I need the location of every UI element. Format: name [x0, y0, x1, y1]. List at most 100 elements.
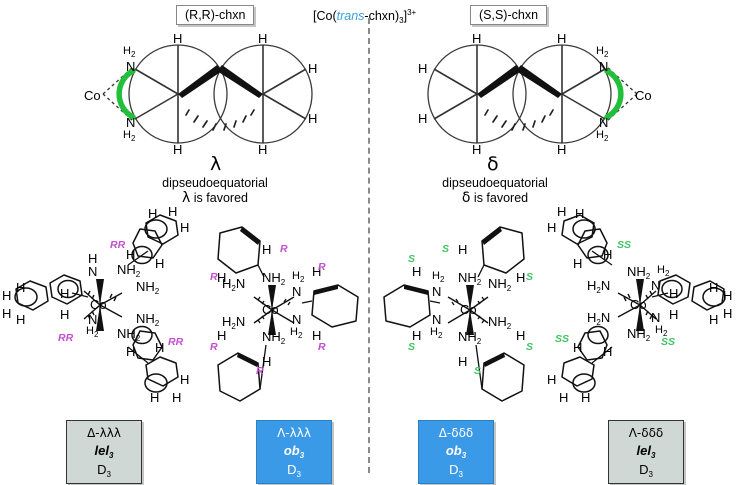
label-box-delta-ob3: Δ-δδδ ob3 D3: [418, 420, 494, 485]
complex-2-label-h2-b: H2: [290, 326, 303, 340]
complex-3-label-nh2-top: NH2: [458, 270, 482, 287]
label-box-1-line3-text: D: [97, 461, 107, 477]
label-box-3-line2-text: ob: [445, 443, 462, 459]
complex-4-metal: Co: [630, 297, 647, 312]
complex-4-label-h2n-1: H2N: [587, 278, 611, 295]
complex-1-label-h-ring11: H: [155, 256, 165, 271]
label-box-2-line2: ob3: [263, 442, 325, 460]
complex-3-label-nh2-right: NH2: [488, 276, 512, 293]
label-box-2-line1: Λ-λλλ: [277, 426, 311, 440]
complex-4-label-h-11: H: [575, 206, 585, 221]
complex-1-label-h-ring8: H: [168, 204, 178, 219]
complex-4-label-nh2-top: NH2: [627, 264, 651, 281]
complex-2-stereo-r-4: R: [256, 365, 264, 377]
newman-left-h-6: H: [308, 111, 318, 126]
complex-3-label-h-1: H: [458, 242, 468, 257]
complex-3-stereo-s-5: S: [408, 253, 416, 265]
label-box-3-line3-sub: 3: [458, 469, 463, 479]
complex-1-stereo-rr-2: RR: [58, 332, 74, 344]
newman-left-n-bottom: N: [126, 115, 136, 130]
complex-3-label-nh2-bottom: NH2: [458, 329, 482, 346]
title-rr-chxn-text: (R,R)-chxn: [185, 8, 246, 22]
complex-1-stereo-rr-1: RR: [110, 239, 126, 251]
label-box-4-line3: D3: [615, 461, 677, 479]
complex-2-label-n-right2: N: [292, 312, 302, 327]
label-box-lambda-ob3: Λ-λλλ ob3 D3: [256, 420, 332, 485]
title-center-postfix: -chxn): [364, 9, 400, 24]
label-box-1-line2-text: lel: [94, 443, 109, 459]
complex-4-stereo-ss-3: SS: [661, 336, 676, 348]
newman-projection-left: Co N H2 N H2 H H H H H H: [0, 32, 370, 158]
title-center-bracket: ]: [403, 9, 408, 24]
title-center-trans: trans: [336, 9, 365, 24]
label-box-2-line2-text: ob: [283, 443, 300, 459]
complex-4-label-h2n-2: H2N: [587, 310, 611, 327]
newman-right-h-5: H: [418, 61, 428, 76]
title-center-subscript: 3: [399, 16, 404, 26]
newman-right-h-6: H: [418, 111, 428, 126]
complex-1-label-nh2-2: NH2: [136, 279, 160, 296]
complex-3-label-nh2-right2: NH2: [488, 314, 512, 331]
newman-left-n-bottom-h2: H2: [123, 129, 136, 143]
complex-4-label-h-2: H: [573, 256, 583, 271]
complex-3-label-h-3: H: [516, 328, 526, 343]
title-ss-chxn-text: (S,S)-chxn: [479, 8, 539, 22]
title-center-complex: [Co(trans-chxn)3]3+: [313, 8, 416, 26]
newman-right-n-top: N: [599, 59, 609, 74]
title-center-prefix: [Co(: [313, 9, 337, 24]
complex-2-label-h2n-left2: H2N: [222, 314, 246, 331]
complex-4-stereo-ss-1: SS: [617, 239, 632, 251]
newman-right-h-3: H: [472, 142, 482, 157]
label-box-2-line3-text: D: [287, 461, 297, 477]
complex-2-label-h2-a: H2: [292, 270, 305, 284]
complex-3-label-h2-a: H2: [432, 270, 445, 284]
complex-4-label-h-9: H: [709, 280, 719, 295]
newman-right-n-bottom: N: [599, 115, 609, 130]
label-box-2-line2-sub: 3: [299, 451, 305, 461]
complex-1-label-h-ring7: H: [148, 206, 158, 221]
complex-2-label-h-1: H: [262, 242, 272, 257]
label-box-1-line3: D3: [73, 461, 135, 479]
newman-right-h-4: H: [557, 142, 567, 157]
label-box-1-line2-sub: 3: [109, 451, 114, 461]
newman-left-h-1: H: [173, 31, 183, 46]
complex-1-svg: [14, 214, 179, 393]
complex-1-label-h2-a: H2: [86, 325, 99, 339]
complex-1-label-nh2-1: NH2: [117, 262, 141, 279]
label-box-4-line3-sub: 3: [648, 469, 653, 479]
complex-1-label-h-ring12: H: [126, 344, 136, 359]
complex-3-metal: Co: [460, 302, 477, 317]
complex-1-label-nh2-3: NH2: [136, 311, 160, 328]
complex-delta-ob3: Co NH2 NH2 NH2 NH2 H2 N N H2 H H H H H H…: [370, 205, 550, 410]
complex-4-label-h-12: H: [557, 204, 567, 219]
complex-2-label-h-6: H: [312, 328, 322, 343]
newman-right-h-1: H: [472, 31, 482, 46]
newman-left-caption-line1: dipseudoequatorial: [162, 176, 268, 190]
complex-1-label-h-ring9: H: [180, 220, 190, 235]
vertical-dashed-divider: [368, 18, 370, 473]
complex-lambda-ob3: Co NH2 H2N H2N NH2 H2 N N H2 H H H H H H…: [192, 205, 372, 410]
label-box-1-line2: lel3: [73, 442, 135, 460]
complex-3-label-h-4: H: [458, 354, 468, 369]
complex-1-label-h-ring5: H: [16, 280, 26, 295]
complex-4-label-nh2-bottom: NH2: [627, 326, 651, 343]
newman-left-h-5: H: [308, 61, 318, 76]
complex-3-label-h2-b: H2: [430, 326, 443, 340]
complex-1-label-h-ring10: H: [126, 247, 136, 262]
complex-1-label-n1: N: [88, 264, 98, 279]
complex-1-label-h-ring1: H: [60, 286, 70, 301]
complex-1-label-h-ring4: H: [2, 306, 12, 321]
complex-1-label-h-ring3: H: [2, 288, 12, 303]
complex-1-metal: Co: [90, 297, 107, 312]
complex-2-stereo-r-6: R: [318, 341, 326, 353]
complex-4-label-h-14: H: [547, 372, 557, 387]
complex-3-stereo-s-6: S: [408, 341, 416, 353]
label-box-3-line1: Δ-δδδ: [438, 426, 474, 440]
complex-4-label-n-right1: N: [651, 278, 661, 293]
complex-4-label-h-7: H: [723, 288, 733, 303]
label-box-3-line3-text: D: [449, 461, 459, 477]
complex-4-label-h-15: H: [559, 390, 569, 405]
complex-4-label-h-6: H: [669, 307, 679, 322]
newman-left-metal: Co: [84, 88, 101, 103]
newman-left-svg: [102, 44, 313, 144]
